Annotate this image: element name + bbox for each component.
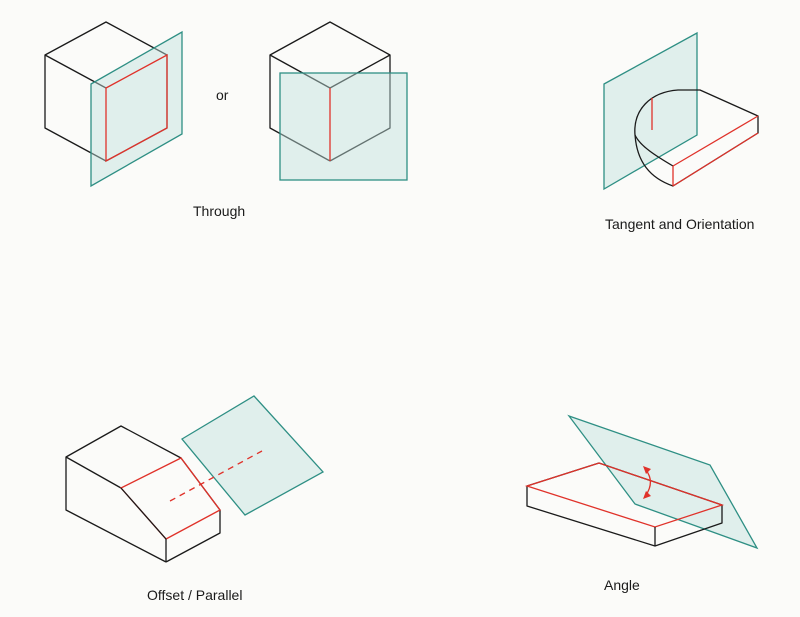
offset-plane bbox=[181, 395, 325, 516]
angle-arrowhead-bottom bbox=[643, 491, 651, 499]
through-plane-2 bbox=[279, 72, 408, 181]
cube2-outline bbox=[269, 21, 391, 162]
cube2-right-top-edge bbox=[329, 54, 391, 89]
wedge-top-edge bbox=[65, 456, 122, 489]
tangent-cylinder-with-plane bbox=[603, 31, 759, 191]
or-label: or bbox=[216, 87, 229, 103]
through-caption: Through bbox=[193, 203, 246, 219]
angle-plane bbox=[567, 414, 759, 550]
through-cube-with-face-plane bbox=[44, 21, 183, 188]
wedge-outline bbox=[65, 425, 221, 563]
through-plane-1 bbox=[90, 30, 183, 188]
angle-arrowhead-top bbox=[643, 466, 651, 474]
angle-slab-with-plane bbox=[524, 414, 759, 550]
offset-caption: Offset / Parallel bbox=[147, 587, 243, 603]
tangent-plane bbox=[603, 31, 698, 191]
offset-wedge-with-plane bbox=[65, 395, 325, 563]
angle-caption: Angle bbox=[604, 577, 640, 593]
tangent-bottom-edge bbox=[672, 132, 759, 187]
cube2-left-top-edge bbox=[269, 54, 331, 89]
wedge-left-edge bbox=[120, 487, 167, 540]
cube1-top-edge bbox=[44, 54, 107, 89]
tangent-top-curve bbox=[634, 134, 674, 167]
cube1-right-face bbox=[105, 53, 168, 163]
slab-top-face bbox=[524, 462, 725, 528]
tangent-caption: Tangent and Orientation bbox=[605, 216, 755, 232]
through-cube-with-diagonal-plane bbox=[269, 21, 408, 181]
tangent-top-edges bbox=[672, 115, 759, 167]
wedge-sloped-face bbox=[119, 457, 221, 540]
